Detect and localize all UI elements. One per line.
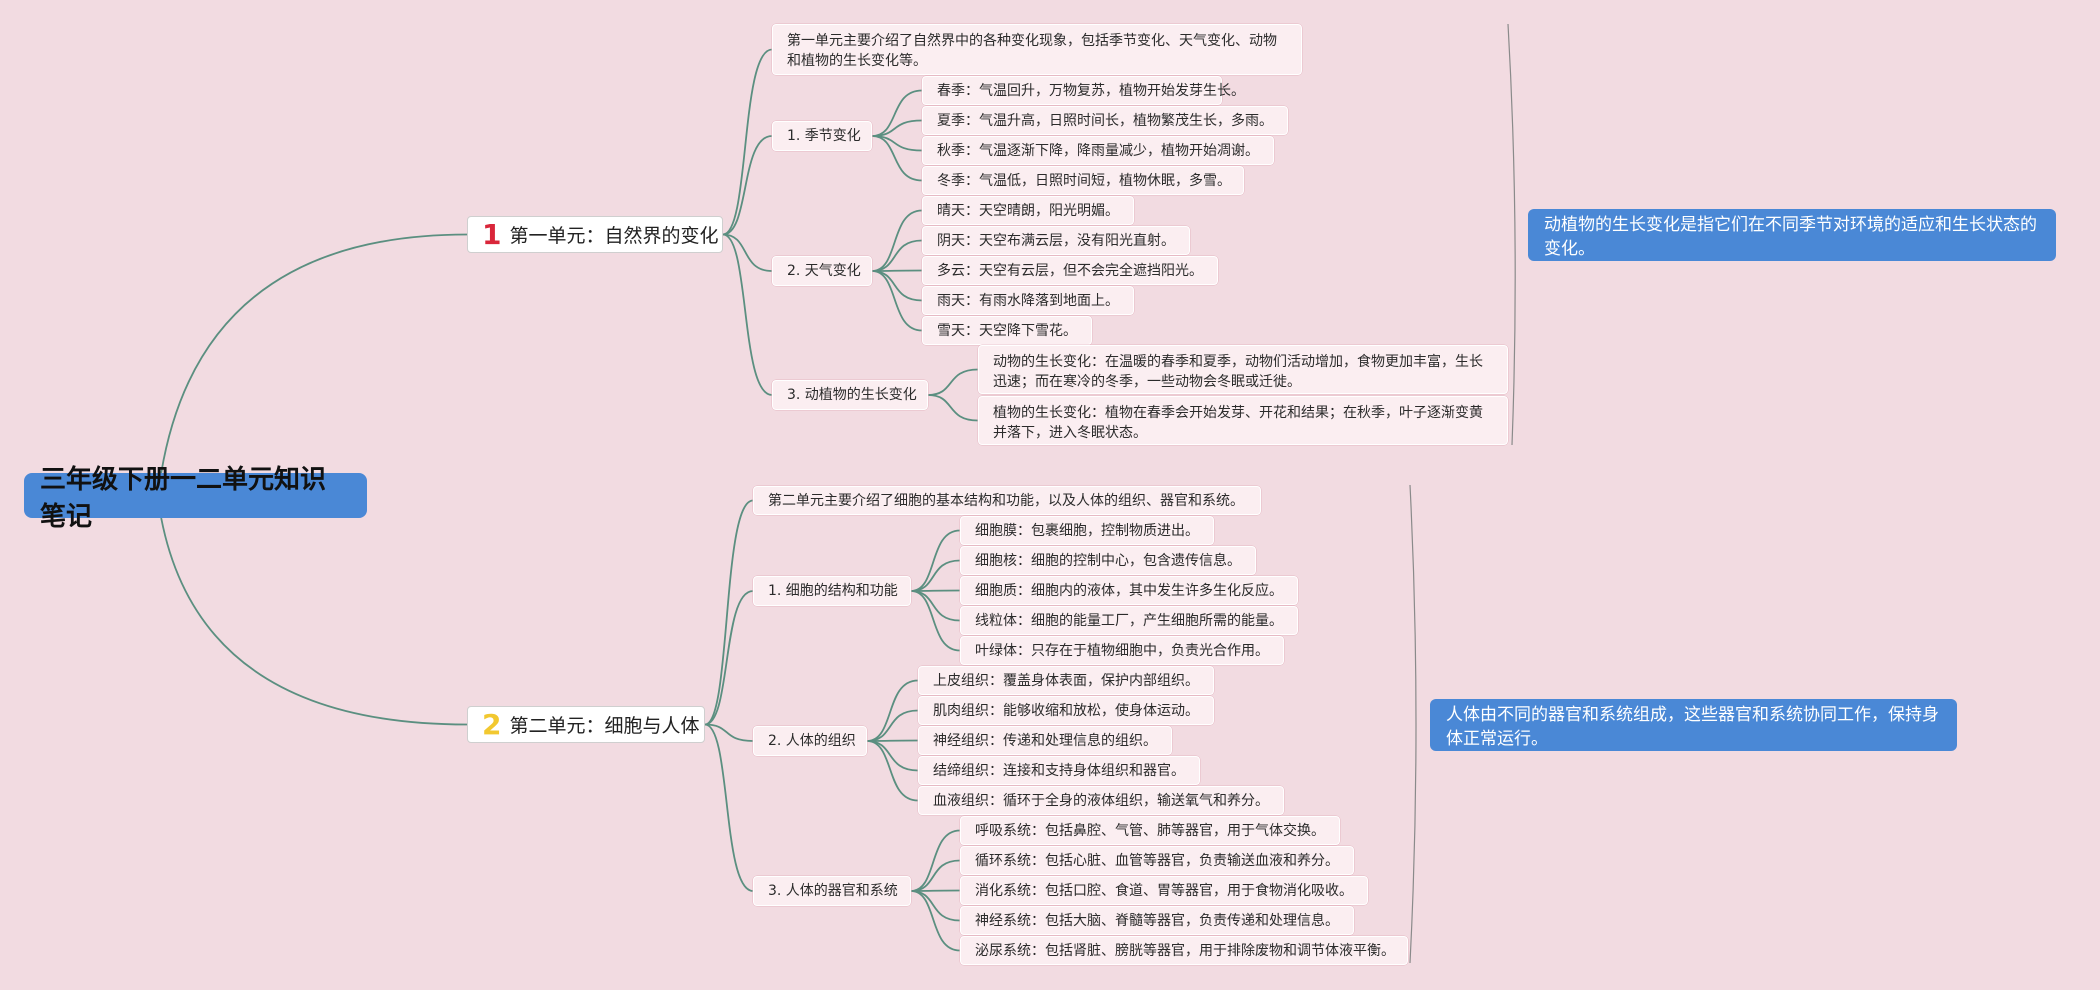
item-line xyxy=(871,239,923,272)
item-line xyxy=(871,270,923,332)
tissue-item[interactable]: 上皮组织：覆盖身体表面，保护内部组织。 xyxy=(918,666,1214,695)
item-line xyxy=(910,529,961,592)
tissue-item[interactable]: 肌肉组织：能够收缩和放松，使身体运动。 xyxy=(918,696,1214,725)
item-line xyxy=(866,739,919,742)
unit-2-topic-organs[interactable]: 3. 人体的器官和系统 xyxy=(753,876,911,906)
root-topic[interactable]: 三年级下册一二单元知识笔记 xyxy=(24,465,367,532)
unit-2-summary-bracket xyxy=(1409,484,1417,964)
unit-2-title: 第二单元：细胞与人体 xyxy=(509,715,700,737)
tissue-item[interactable]: 结缔组织：连接和支持身体组织和器官。 xyxy=(918,756,1200,785)
unit-1-intro[interactable]: 第一单元主要介绍了自然界中的各种变化现象，包括季节变化、天气变化、动物和植物的生… xyxy=(772,24,1302,75)
weather-item[interactable]: 阴天：天空布满云层，没有阳光直射。 xyxy=(922,226,1190,255)
unit-2-topic-line xyxy=(704,723,754,742)
unit-1-intro-line xyxy=(722,48,773,236)
item-line xyxy=(866,740,919,772)
item-line xyxy=(927,368,979,396)
season-item[interactable]: 秋季：气温逐渐下降，降雨量减少，植物开始凋谢。 xyxy=(922,136,1274,165)
growth-item-animals[interactable]: 动物的生长变化：在温暖的春季和夏季，动物们活动增加，食物更加丰富，生长迅速；而在… xyxy=(978,345,1508,394)
weather-item[interactable]: 多云：天空有云层，但不会完全遮挡阳光。 xyxy=(922,256,1218,285)
unit-1-topic-line xyxy=(722,135,773,236)
item-line xyxy=(910,859,961,892)
item-line xyxy=(910,829,961,892)
root-to-unit-1-line xyxy=(160,233,468,474)
unit-1-summary[interactable]: 动植物的生长变化是指它们在不同季节对环境的适应和生长状态的变化。 xyxy=(1528,209,2056,261)
cell-item[interactable]: 细胞核：细胞的控制中心，包含遗传信息。 xyxy=(960,546,1256,575)
unit-2-summary[interactable]: 人体由不同的器官和系统组成，这些器官和系统协同工作，保持身体正常运行。 xyxy=(1430,699,1957,751)
unit-1-topic-seasons[interactable]: 1. 季节变化 xyxy=(772,121,872,151)
organ-system-item[interactable]: 消化系统：包括口腔、食道、胃等器官，用于食物消化吸收。 xyxy=(960,876,1368,905)
unit-1-topic-line xyxy=(722,233,773,396)
tissue-item[interactable]: 血液组织：循环于全身的液体组织，输送氧气和养分。 xyxy=(918,786,1284,815)
season-item[interactable]: 春季：气温回升，万物复苏，植物开始发芽生长。 xyxy=(922,76,1245,105)
item-line xyxy=(866,679,919,742)
unit-1-topic-growth[interactable]: 3. 动植物的生长变化 xyxy=(772,380,928,410)
unit-2-intro-line xyxy=(704,499,754,726)
unit-2-topic-line xyxy=(704,590,754,726)
item-line xyxy=(910,589,961,592)
organ-system-item[interactable]: 循环系统：包括心脏、血管等器官，负责输送血液和养分。 xyxy=(960,846,1354,875)
item-line xyxy=(910,889,961,892)
tissue-item[interactable]: 神经组织：传递和处理信息的组织。 xyxy=(918,726,1172,755)
unit-2-topic-cell[interactable]: 1. 细胞的结构和功能 xyxy=(753,576,911,606)
organ-system-item[interactable]: 泌尿系统：包括肾脏、膀胱等器官，用于排除废物和调节体液平衡。 xyxy=(960,936,1408,965)
item-line xyxy=(910,890,961,922)
cell-item[interactable]: 细胞质：细胞内的液体，其中发生许多生化反应。 xyxy=(960,576,1298,605)
unit-2-topic[interactable]: 2 第二单元：细胞与人体 xyxy=(467,706,705,743)
season-item[interactable]: 冬季：气温低，日照时间短，植物休眠，多雪。 xyxy=(922,166,1244,195)
unit-2-number-marker: 2 xyxy=(482,708,502,741)
unit-1-summary-bracket xyxy=(1507,23,1516,446)
unit-1-number-marker: 1 xyxy=(482,218,502,251)
weather-item[interactable]: 雨天：有雨水降落到地面上。 xyxy=(922,286,1134,315)
cell-item[interactable]: 叶绿体：只存在于植物细胞中，负责光合作用。 xyxy=(960,636,1284,665)
item-line xyxy=(910,890,961,952)
cell-item[interactable]: 线粒体：细胞的能量工厂，产生细胞所需的能量。 xyxy=(960,606,1298,635)
item-line xyxy=(910,559,961,592)
item-line xyxy=(927,394,979,422)
item-line xyxy=(910,590,961,622)
unit-1-topic-weather[interactable]: 2. 天气变化 xyxy=(772,256,872,286)
cell-item[interactable]: 细胞膜：包裹细胞，控制物质进出。 xyxy=(960,516,1214,545)
item-line xyxy=(871,209,923,272)
growth-item-plants[interactable]: 植物的生长变化：植物在春季会开始发芽、开花和结果；在秋季，叶子逐渐变黄并落下，进… xyxy=(978,396,1508,445)
unit-1-title: 第一单元：自然界的变化 xyxy=(509,225,719,247)
item-line xyxy=(871,270,923,302)
organ-system-item[interactable]: 呼吸系统：包括鼻腔、气管、肺等器官，用于气体交换。 xyxy=(960,816,1340,845)
root-to-unit-2-line xyxy=(160,517,468,726)
weather-item[interactable]: 雪天：天空降下雪花。 xyxy=(922,316,1092,345)
season-item[interactable]: 夏季：气温升高，日照时间长，植物繁茂生长，多雨。 xyxy=(922,106,1288,135)
weather-item[interactable]: 晴天：天空晴朗，阳光明媚。 xyxy=(922,196,1134,225)
item-line xyxy=(866,740,919,802)
unit-2-topic-line xyxy=(704,723,754,892)
unit-2-topic-tissue[interactable]: 2. 人体的组织 xyxy=(753,726,867,756)
organ-system-item[interactable]: 神经系统：包括大脑、脊髓等器官，负责传递和处理信息。 xyxy=(960,906,1354,935)
item-line xyxy=(871,135,923,182)
item-line xyxy=(866,709,919,742)
unit-1-topic[interactable]: 1 第一单元：自然界的变化 xyxy=(467,216,723,253)
unit-2-intro[interactable]: 第二单元主要介绍了细胞的基本结构和功能，以及人体的组织、器官和系统。 xyxy=(753,486,1261,515)
item-line xyxy=(871,269,923,272)
unit-1-topic-line xyxy=(722,233,773,272)
item-line xyxy=(871,89,923,137)
item-line xyxy=(910,590,961,652)
